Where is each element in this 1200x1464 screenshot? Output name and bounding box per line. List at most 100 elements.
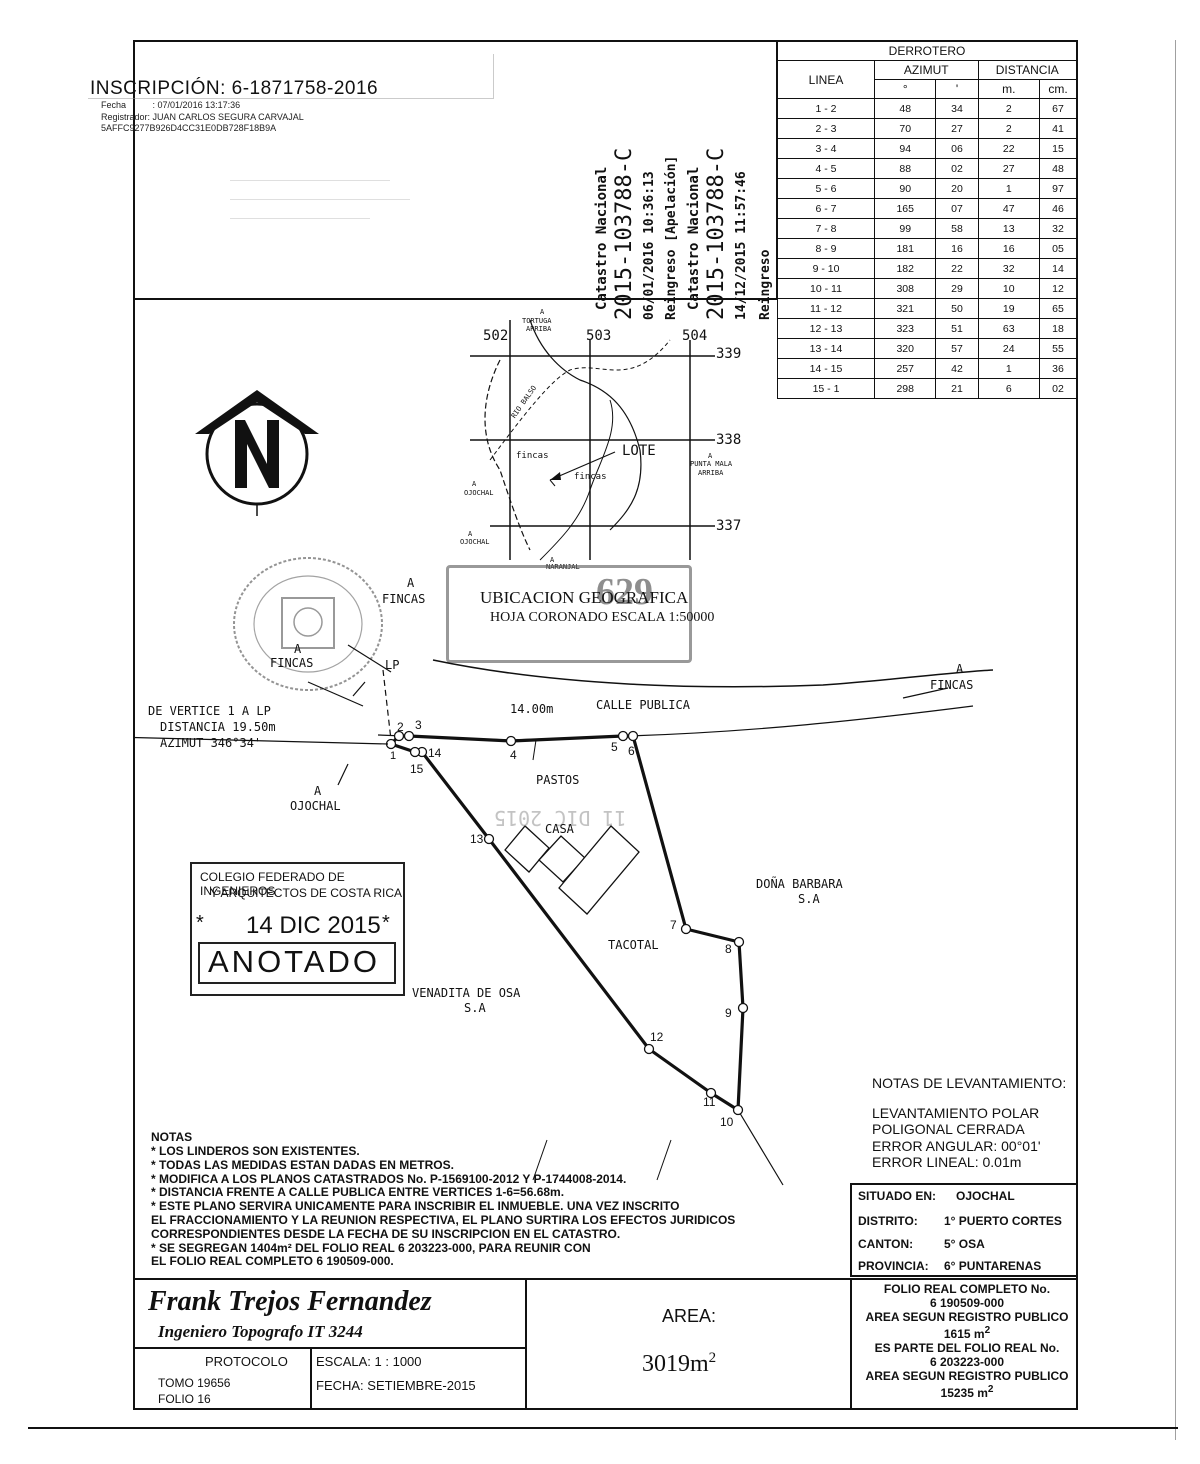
fincas-label-1: fincas [516,451,549,461]
linea-cell: 1 - 2 [777,98,875,119]
vertice-line-3: AZIMUT 346°34' [160,736,262,750]
venadita-sa: S.A [464,1001,486,1015]
metros-cell: 13 [977,218,1040,239]
fincas-a-letter: A [407,576,415,590]
title-block-mid [133,1347,526,1349]
minutos-cell: 34 [935,98,979,119]
fincas-c-label: FINCAS [930,678,974,692]
minutos-cell: 22 [935,258,979,279]
arrow-pastos [532,739,537,761]
metros-cell: 19 [977,298,1040,319]
es-parte-line: ES PARTE DEL FOLIO REAL No. [874,1341,1060,1355]
minutos-cell: 27 [935,118,979,139]
dist-14m: 14.00m [510,702,554,716]
grados-cell: 257 [873,358,937,379]
catastro-type-1: Reingreso [Apelación] [664,155,679,320]
cm-cell: 18 [1039,318,1077,339]
punta-a: A [708,452,713,460]
lp-dashed-line [382,669,392,741]
vertex-label-13: 13 [470,832,484,846]
nota-item: EL FOLIO REAL COMPLETO 6 190509-000. [151,1254,394,1269]
linea-cell: 12 - 13 [777,318,875,339]
inscripcion-title: INSCRIPCIÓN: 6-1871758-2016 [90,78,379,99]
nota-item: EL FRACCIONAMIENTO Y LA REUNION RESPECTI… [151,1212,736,1227]
colegio-stamp: COLEGIO FEDERADO DE INGENIEROS Y ARQUITE… [190,862,405,996]
vertex-label-2: 2 [397,720,404,734]
cm-cell: 15 [1039,138,1077,159]
area-label: AREA: [662,1306,717,1326]
tomo-label: TOMO 19656 [158,1376,231,1390]
grid-label-339: 339 [716,346,742,362]
ojochal-label: OJOCHAL [290,799,341,813]
linea-cell: 10 - 11 [777,278,875,299]
minutos-cell: 20 [935,178,979,199]
colegio-line-2: Y ARQUITECTOS DE COSTA RICA [210,886,403,900]
metros-cell: 6 [977,378,1040,399]
anotado-text: ANOTADO [208,944,380,979]
vertice-line-1: DE VERTICE 1 A LP [148,704,271,718]
catastro-label-2: Catastro Nacional [686,166,702,310]
calle-publica-label: CALLE PUBLICA [596,698,690,712]
metros-cell: 2 [977,98,1040,119]
minutos-cell: 07 [935,198,979,219]
cm-cell: 55 [1039,338,1077,359]
vertex-label-3: 3 [415,718,422,732]
area-reg-2-sup: 2 [987,1384,994,1395]
cm-cell: 32 [1039,218,1077,239]
fecha-plan-label: FECHA: SETIEMBRE-2015 [316,1378,476,1393]
tortuga-label: TORTUGA [522,317,552,325]
scan-right-edge [1175,40,1176,1440]
vertex-label-6: 6 [628,744,635,758]
area-reg-1-number: 1615 m [943,1327,985,1341]
grados-cell: 94 [873,138,937,159]
lote-arrow [549,451,616,481]
scan-bottom-edge [28,1427,1178,1429]
ojochal-a-1: A [472,480,477,488]
fincas-b-label: FINCAS [270,656,314,670]
cm-cell: 65 [1039,298,1077,319]
metros-cell: 1 [977,178,1040,199]
inscripcion-fecha: Fecha : 07/01/2016 13:17:36 [101,100,240,110]
catastro-label-1: Catastro Nacional [594,166,610,310]
notas-title: NOTAS [151,1130,193,1144]
registrador-label: Registrador: [101,112,151,122]
vertex-label-15: 15 [410,762,424,776]
inscripcion-registrador: Registrador: JUAN CARLOS SEGURA CARVAJAL [101,112,304,122]
pastos-label: PASTOS [536,773,580,787]
arrow-vertice [133,736,389,745]
minutos-cell: 21 [935,378,979,399]
arrow-note-1 [532,1139,548,1181]
grid-label-504: 504 [682,328,708,344]
parcel-boundary [389,734,745,1112]
provincia-value: 6° PUNTARENAS [944,1259,1042,1273]
notas-lev-title: NOTAS DE LEVANTAMIENTO: [872,1075,1067,1091]
catastro-date-2: 14/12/2015 11:57:46 [734,171,749,320]
vertex-label-7: 7 [670,918,677,932]
colegio-date: 14 DIC 2015 [246,912,381,939]
vertex-label-9: 9 [725,1006,732,1020]
linea-cell: 5 - 6 [777,178,875,199]
stamp-number: 629 [596,571,653,613]
nota-item: * ESTE PLANO SERVIRA UNICAMENTE PARA INS… [151,1199,680,1214]
cm-cell: 02 [1039,378,1077,399]
seal-stamp [233,557,383,691]
grados-cell: 323 [873,318,937,339]
grados-cell: 99 [873,218,937,239]
minutos-cell: 42 [935,358,979,379]
grados-cell: 70 [873,118,937,139]
cm-cell: 05 [1039,238,1077,259]
grados-cell: 90 [873,178,937,199]
minutos-cell: 02 [935,158,979,179]
lote-arrowhead [550,472,561,480]
fincas-b-letter: A [294,642,302,656]
punta-arriba: ARRIBA [698,469,724,477]
fecha-value: : 07/01/2016 13:17:36 [152,100,241,110]
